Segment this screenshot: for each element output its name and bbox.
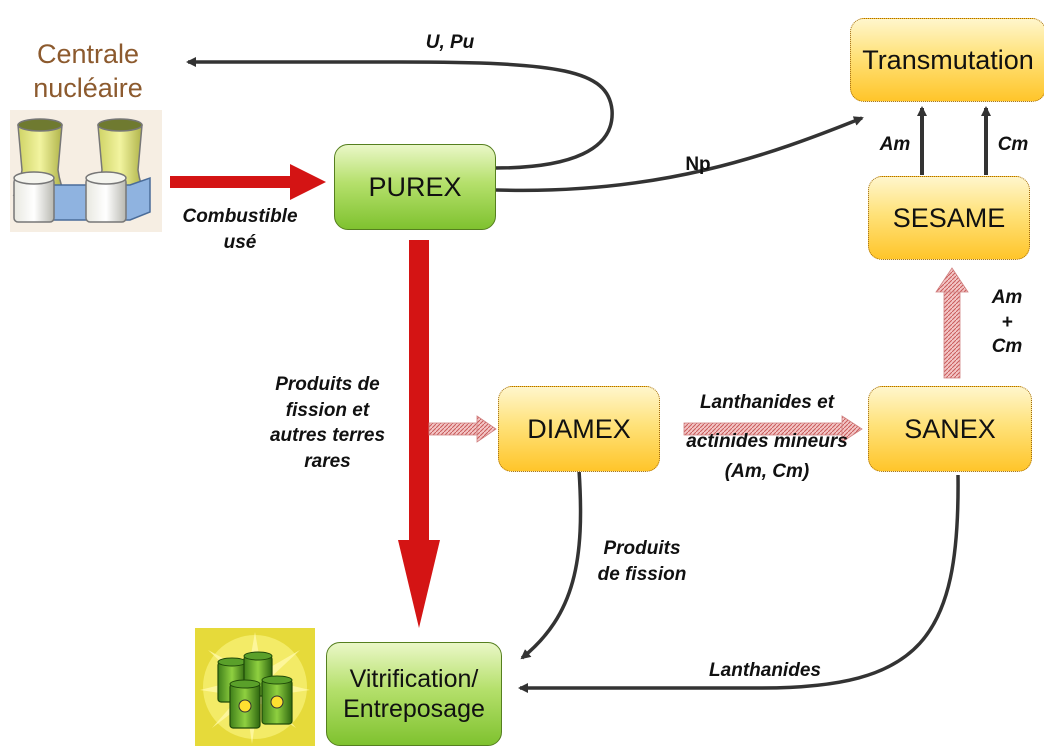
arrow-fission-to-diamex: [428, 415, 497, 443]
u-pu-label: U, Pu: [425, 32, 475, 53]
arrow-combustible-to-purex: [170, 164, 326, 200]
arrow-sanex-to-sesame: [935, 267, 969, 379]
nuclear-waste-barrels-icon: [195, 628, 315, 746]
sesame-box: SESAME: [868, 176, 1030, 260]
produits-de-fission-label: Produits de fission: [597, 538, 687, 585]
lanthanides-label: Lanthanides: [709, 660, 821, 681]
purex-box: PUREX: [334, 144, 496, 230]
nuclear-power-plant-icon: [10, 110, 162, 232]
sesame-label: SESAME: [892, 202, 1006, 233]
transmutation-label: Transmutation: [862, 44, 1034, 75]
vitrification-box: Vitrification/ Entreposage: [326, 642, 502, 746]
arrow-u-pu-recycle: [186, 57, 614, 170]
cm-label: Cm: [997, 134, 1029, 155]
arrow-sanex-to-vitrification: [518, 474, 960, 693]
am-label: Am: [879, 134, 911, 155]
arrow-np-to-transmutation: [495, 116, 864, 193]
combustible-use-label: Combustible usé: [182, 206, 298, 253]
vitrification-label-line2: Entreposage: [343, 695, 485, 723]
transmutation-box: Transmutation: [850, 18, 1044, 102]
sanex-label: SANEX: [904, 413, 996, 444]
arrow-diamex-to-vitrification: [520, 469, 583, 660]
arrow-diamex-to-sanex: [683, 415, 863, 443]
diamex-label: DIAMEX: [527, 413, 631, 444]
am-plus-cm-label: Am + Cm: [991, 287, 1023, 358]
vitrification-label-line1: Vitrification/: [349, 665, 479, 693]
np-label: Np: [685, 154, 711, 175]
purex-label: PUREX: [368, 171, 462, 202]
sanex-box: SANEX: [868, 386, 1032, 472]
diamex-box: DIAMEX: [498, 386, 660, 472]
produits-fission-autres-label: Produits de fission et autres terres rar…: [269, 374, 386, 472]
arrow-purex-to-vitrification: [398, 240, 440, 628]
lanthanides-actinides-label: Lanthanides et actinides mineurs (Am, Cm…: [686, 392, 848, 482]
